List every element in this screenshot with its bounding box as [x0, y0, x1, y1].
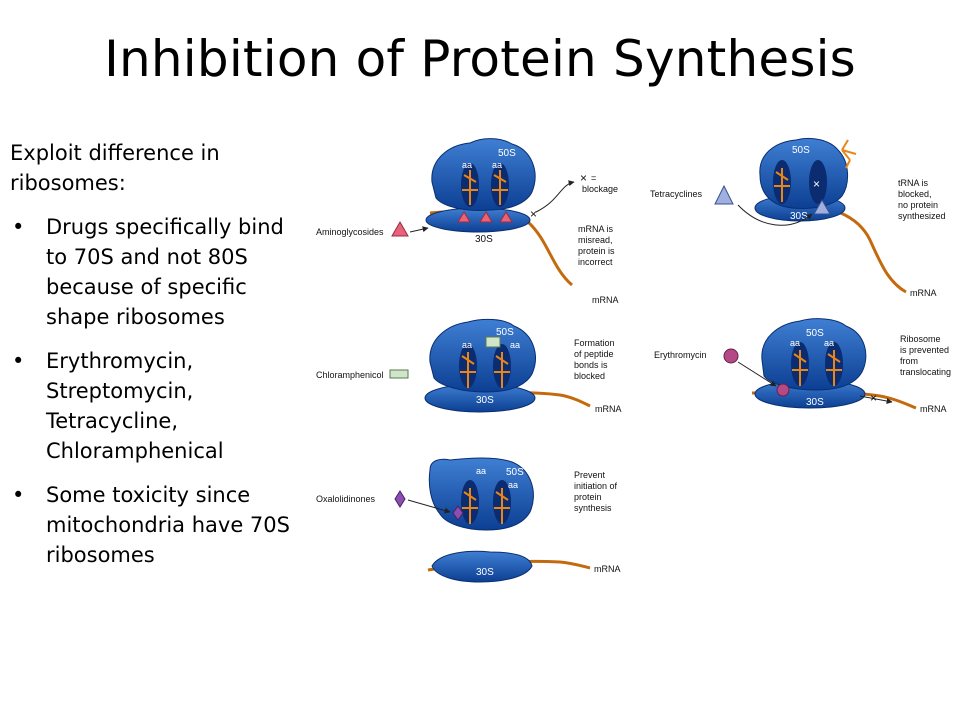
- drug-bound-triangle: [813, 198, 831, 215]
- panel-aminoglycosides: 50S aa aa 30S Aminoglycosides × × = bloc…: [316, 138, 619, 305]
- text-column: Exploit difference in ribosomes: •Drugs …: [10, 138, 290, 584]
- intro-text: Exploit difference in ribosomes:: [10, 141, 220, 195]
- site-label: aa: [508, 480, 518, 490]
- large-subunit-label: 50S: [496, 327, 514, 338]
- bullet-list: •Drugs specifically bind to 70S and not …: [10, 212, 290, 570]
- small-subunit-label: 30S: [806, 397, 824, 408]
- panel-erythromycin: 50S aa aa 30S Erythromycin × Ribosome is…: [654, 318, 952, 414]
- mrna-label: mRNA: [592, 295, 619, 305]
- bullet-item: •Drugs specifically bind to 70S and not …: [12, 215, 284, 329]
- drug-triangle: [479, 211, 493, 223]
- block-mark: ×: [870, 391, 877, 405]
- key-symbol: ×: [580, 171, 587, 185]
- large-subunit-label: 50S: [498, 148, 516, 159]
- site-label: aa: [510, 340, 520, 350]
- drug-triangle: [457, 211, 471, 223]
- drug-triangle-icon: [391, 220, 409, 237]
- site-label: aa: [462, 160, 472, 170]
- effect-note: mRNA is misread, protein is incorrect: [578, 224, 617, 267]
- slide-title: Inhibition of Protein Synthesis: [104, 30, 856, 88]
- bullet-text: Drugs specifically bind to 70S and not 8…: [46, 215, 284, 329]
- site-label: aa: [492, 160, 502, 170]
- effect-note: Ribosome is prevented from translocating: [900, 334, 952, 377]
- ribosome-diagram: 50S aa aa 30S Aminoglycosides × × = bloc…: [316, 137, 952, 583]
- small-subunit-label: 30S: [790, 211, 808, 222]
- mrna-label: mRNA: [595, 404, 622, 414]
- drug-label: Tetracyclines: [650, 189, 703, 199]
- site-label: aa: [476, 466, 486, 476]
- small-subunit-label: 30S: [476, 567, 494, 578]
- key-label: blockage: [582, 184, 618, 194]
- small-subunit-label: 30S: [476, 395, 494, 406]
- large-subunit-label: 50S: [806, 328, 824, 339]
- effect-note: Formation of peptide bonds is blocked: [574, 338, 617, 381]
- block-mark: ×: [813, 177, 820, 191]
- large-subunit-label: 50S: [506, 467, 524, 478]
- site-label: aa: [462, 340, 472, 350]
- large-subunit: [431, 138, 536, 211]
- large-subunit-label: 50S: [792, 145, 810, 156]
- panel-oxazolidinones: 50S aa aa 30S Oxalolidinones Prevent ini…: [316, 457, 621, 583]
- effect-note: tRNA is blocked, no protein synthesized: [898, 178, 946, 221]
- block-mark: ×: [530, 207, 537, 221]
- drug-label: Aminoglycosides: [316, 227, 384, 237]
- panel-chloramphenicol: 50S aa aa 30S Chloramphenicol Formation …: [316, 318, 622, 414]
- large-subunit: [429, 318, 536, 393]
- mrna-label: mRNA: [910, 288, 937, 298]
- drug-rectangle-icon: [389, 369, 409, 379]
- drug-bound-diamond: [452, 505, 464, 521]
- bullet-text: Erythromycin, Streptomycin, Tetracycline…: [46, 349, 224, 463]
- drug-bound-block: [485, 336, 501, 348]
- effect-note: Prevent initiation of protein synthesis: [574, 470, 620, 513]
- drug-label: Chloramphenicol: [316, 370, 384, 380]
- drug-triangle: [499, 211, 513, 223]
- bullet-text: Some toxicity since mitochondria have 70…: [46, 483, 290, 567]
- drug-bound-sphere: [776, 383, 790, 397]
- bullet-item: •Erythromycin, Streptomycin, Tetracyclin…: [12, 349, 224, 463]
- site-label: aa: [824, 338, 834, 348]
- drug-triangle-icon: [714, 184, 734, 205]
- small-subunit: [431, 550, 533, 583]
- key-equals: =: [591, 173, 596, 183]
- mrna-label: mRNA: [920, 404, 947, 414]
- small-subunit-label: 30S: [475, 234, 493, 245]
- drug-diamond-icon: [394, 490, 406, 508]
- small-subunit: [425, 207, 531, 233]
- bullet-item: •Some toxicity since mitochondria have 7…: [12, 483, 290, 567]
- drug-sphere-icon: [723, 348, 739, 364]
- drug-label: Oxalolidinones: [316, 494, 376, 504]
- drug-label: Erythromycin: [654, 350, 707, 360]
- panel-tetracyclines: 50S 30S × Tetracyclines tRNA is blocked,…: [650, 137, 946, 298]
- mrna-label: mRNA: [594, 564, 621, 574]
- site-label: aa: [790, 338, 800, 348]
